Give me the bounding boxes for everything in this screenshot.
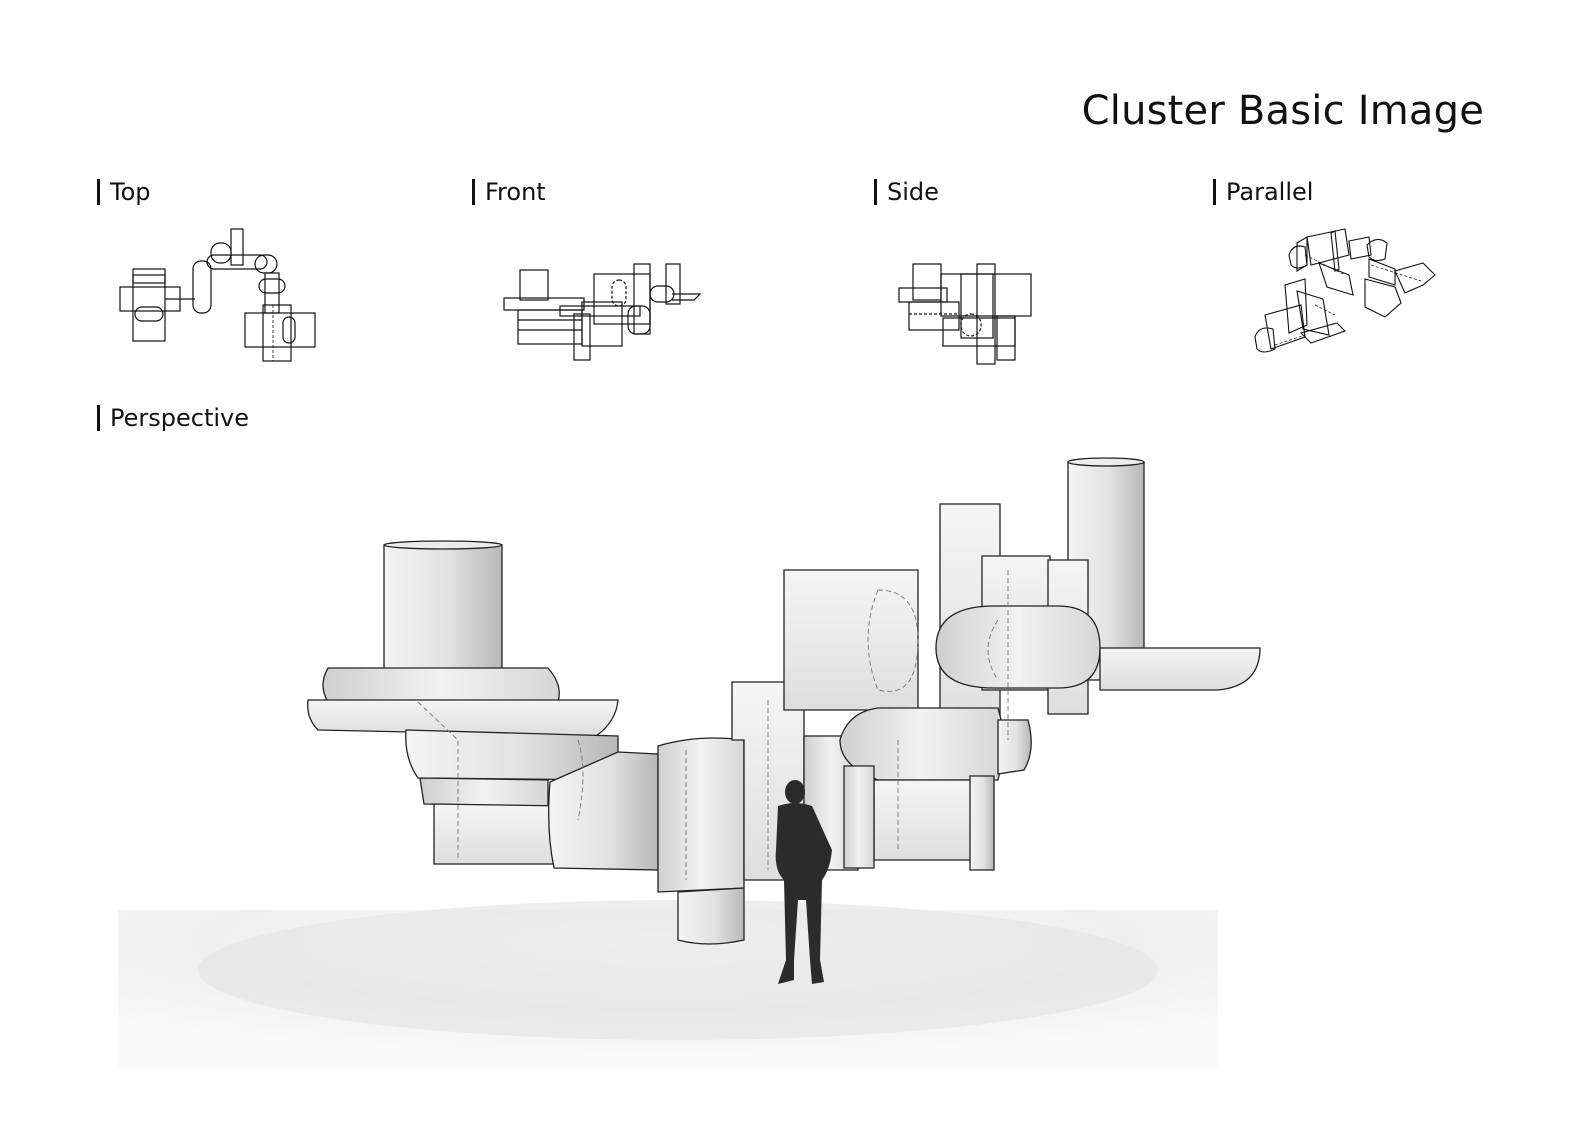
human-figure	[775, 780, 832, 984]
label-bar	[472, 179, 475, 205]
label-top: Top	[97, 177, 151, 207]
label-side: Side	[874, 177, 939, 207]
label-bar	[97, 405, 100, 431]
label-bar	[1213, 179, 1216, 205]
label-front: Front	[472, 177, 546, 207]
label-bar	[874, 179, 877, 205]
perspective-render	[118, 440, 1278, 1084]
parallel-view-drawing	[1245, 225, 1445, 370]
label-front-text: Front	[485, 178, 546, 206]
label-parallel: Parallel	[1213, 177, 1313, 207]
page-title: Cluster Basic Image	[1081, 88, 1484, 134]
label-parallel-text: Parallel	[1226, 178, 1314, 206]
label-perspective: Perspective	[97, 403, 249, 433]
label-top-text: Top	[110, 178, 151, 206]
top-view-drawing	[115, 225, 325, 365]
side-view-drawing	[895, 258, 1035, 368]
label-perspective-text: Perspective	[110, 404, 249, 432]
label-side-text: Side	[887, 178, 939, 206]
front-view-drawing	[500, 258, 705, 368]
label-bar	[97, 179, 100, 205]
